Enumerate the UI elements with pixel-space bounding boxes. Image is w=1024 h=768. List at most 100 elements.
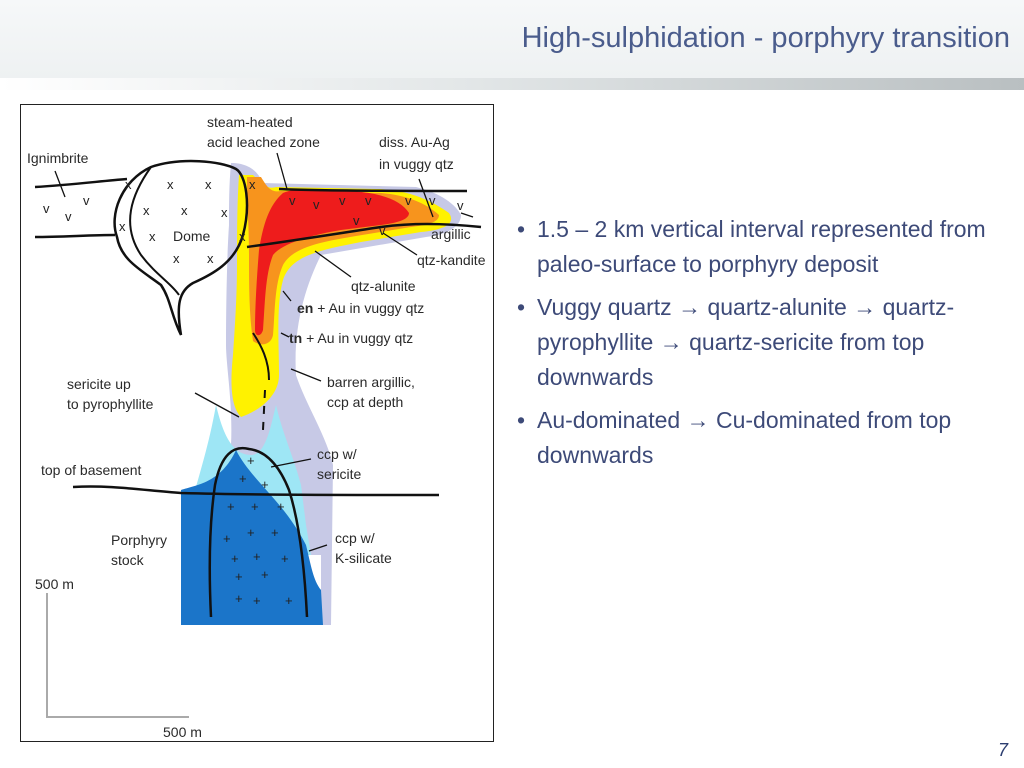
ignimbrite-base <box>34 233 116 239</box>
ignimbrite-base-right <box>246 222 482 249</box>
svg-text:+: + <box>253 549 261 564</box>
basement-line <box>72 485 440 497</box>
label-ccp-w-1: ccp w/ <box>317 446 357 462</box>
svg-text:x: x <box>249 177 256 192</box>
ignimbrite-top <box>34 177 128 189</box>
label-qtz-kandite: qtz-kandite <box>417 252 486 268</box>
svg-text:x: x <box>221 205 228 220</box>
leader-lines <box>54 152 474 552</box>
svg-text:x: x <box>173 251 180 266</box>
svg-text:+: + <box>285 593 293 608</box>
bullet-dot-icon: • <box>517 294 526 320</box>
label-ccp-at-depth: ccp at depth <box>327 394 403 410</box>
label-dome: Dome <box>173 228 211 244</box>
label-qtz-alunite: qtz-alunite <box>351 278 416 294</box>
label-en: en <box>297 300 313 316</box>
svg-text:x: x <box>181 203 188 218</box>
svg-text:+: + <box>247 525 255 540</box>
svg-text:v: v <box>289 193 296 208</box>
svg-text:v: v <box>65 209 72 224</box>
svg-text:+: + <box>247 453 255 468</box>
label-k-silicate: K-silicate <box>335 550 392 566</box>
feeder-dashes <box>262 389 266 431</box>
svg-text:+: + <box>223 531 231 546</box>
dome-symbols: x x x x x x x x x x x x <box>119 177 256 266</box>
label-barren-argillic: barren argillic, <box>327 374 415 390</box>
svg-text:x: x <box>239 229 246 244</box>
label-ccp-w-2: ccp w/ <box>335 530 375 546</box>
slide-title: High-sulphidation - porphyry transition <box>521 22 1010 54</box>
porphyry-symbols: + + + + + + + + + + + + + + + + + <box>223 453 293 608</box>
ignimbrite-top-right <box>278 187 468 193</box>
svg-text:+: + <box>227 499 235 514</box>
label-tn: tn <box>289 330 302 346</box>
svg-text:x: x <box>143 203 150 218</box>
slide-header <box>0 0 1024 78</box>
svg-text:x: x <box>205 177 212 192</box>
svg-text:x: x <box>119 219 126 234</box>
label-ignimbrite: Ignimbrite <box>27 150 89 166</box>
label-porphyry: Porphyry <box>111 532 167 548</box>
svg-text:+: + <box>281 551 289 566</box>
volcanic-symbols: v v v v v v v v v v v v <box>43 193 464 238</box>
vuggy-quartz-core <box>255 189 409 336</box>
bullet-dot-icon: • <box>517 216 526 242</box>
svg-text:+: + <box>231 551 239 566</box>
dome-outline <box>113 159 249 336</box>
svg-text:+: + <box>261 567 269 582</box>
svg-text:+: + <box>271 525 279 540</box>
bullet-list: • 1.5 – 2 km vertical interval represente… <box>517 212 1017 481</box>
svg-text:v: v <box>457 198 464 213</box>
svg-text:+: + <box>235 591 243 606</box>
svg-text:+: + <box>253 593 261 608</box>
bullet-text: Vuggy quartz → quartz-alunite → quartz-p… <box>537 294 955 390</box>
label-stock: stock <box>111 552 145 568</box>
svg-text:+: + <box>261 477 269 492</box>
svg-text:v: v <box>339 193 346 208</box>
dome-inner <box>129 166 180 296</box>
feeder-line <box>252 332 270 381</box>
svg-text:v: v <box>365 193 372 208</box>
svg-text:x: x <box>125 177 132 192</box>
geology-diagram: v v v v v v v v v v v v x x x x x x x x … <box>20 104 494 742</box>
svg-text:x: x <box>207 251 214 266</box>
porphyry-stock-outline <box>208 446 309 618</box>
svg-text:v: v <box>379 223 386 238</box>
bullet-item: • 1.5 – 2 km vertical interval represente… <box>517 212 1017 282</box>
svg-text:+: + <box>251 499 259 514</box>
svg-text:x: x <box>149 229 156 244</box>
bullet-text: 1.5 – 2 km vertical interval represented… <box>537 216 986 277</box>
svg-text:v: v <box>429 193 436 208</box>
bullet-text: Au-dominated → Cu-dominated from top dow… <box>537 407 952 468</box>
label-steam-heated: steam-heated <box>207 114 293 130</box>
svg-text:+: + <box>235 569 243 584</box>
scale-bar <box>46 593 189 718</box>
label-en-rest: + Au in vuggy qtz <box>313 300 424 316</box>
svg-text:v: v <box>83 193 90 208</box>
svg-text:tn + Au in vuggy qtz: tn + Au in vuggy qtz <box>289 330 413 346</box>
label-scale-vertical: 500 m <box>35 576 74 592</box>
label-top-of-basement: top of basement <box>41 462 142 478</box>
svg-text:v: v <box>313 197 320 212</box>
label-to-pyrophyllite: to pyrophyllite <box>67 396 154 412</box>
svg-text:+: + <box>239 471 247 486</box>
label-scale-horizontal: 500 m <box>163 724 202 740</box>
svg-text:v: v <box>353 213 360 228</box>
label-acid-leached: acid leached zone <box>207 134 320 150</box>
svg-text:+: + <box>277 499 285 514</box>
bullet-item: • Vuggy quartz → quartz-alunite → quartz-… <box>517 290 1017 395</box>
header-divider <box>0 78 1024 90</box>
label-diss-au-ag: diss. Au-Ag <box>379 134 450 150</box>
svg-text:v: v <box>405 193 412 208</box>
bullet-dot-icon: • <box>517 407 526 433</box>
label-tn-rest: + Au in vuggy qtz <box>302 330 413 346</box>
page-number: 7 <box>997 740 1008 760</box>
bullet-item: • Au-dominated → Cu-dominated from top do… <box>517 403 1017 473</box>
label-in-vuggy-qtz: in vuggy qtz <box>379 156 454 172</box>
svg-text:v: v <box>43 201 50 216</box>
label-sericite-up: sericite up <box>67 376 131 392</box>
svg-text:x: x <box>167 177 174 192</box>
cross-section-svg: v v v v v v v v v v v v x x x x x x x x … <box>27 114 486 740</box>
svg-text:en + Au in vuggy qtz: en + Au in vuggy qtz <box>297 300 424 316</box>
label-sericite: sericite <box>317 466 362 482</box>
